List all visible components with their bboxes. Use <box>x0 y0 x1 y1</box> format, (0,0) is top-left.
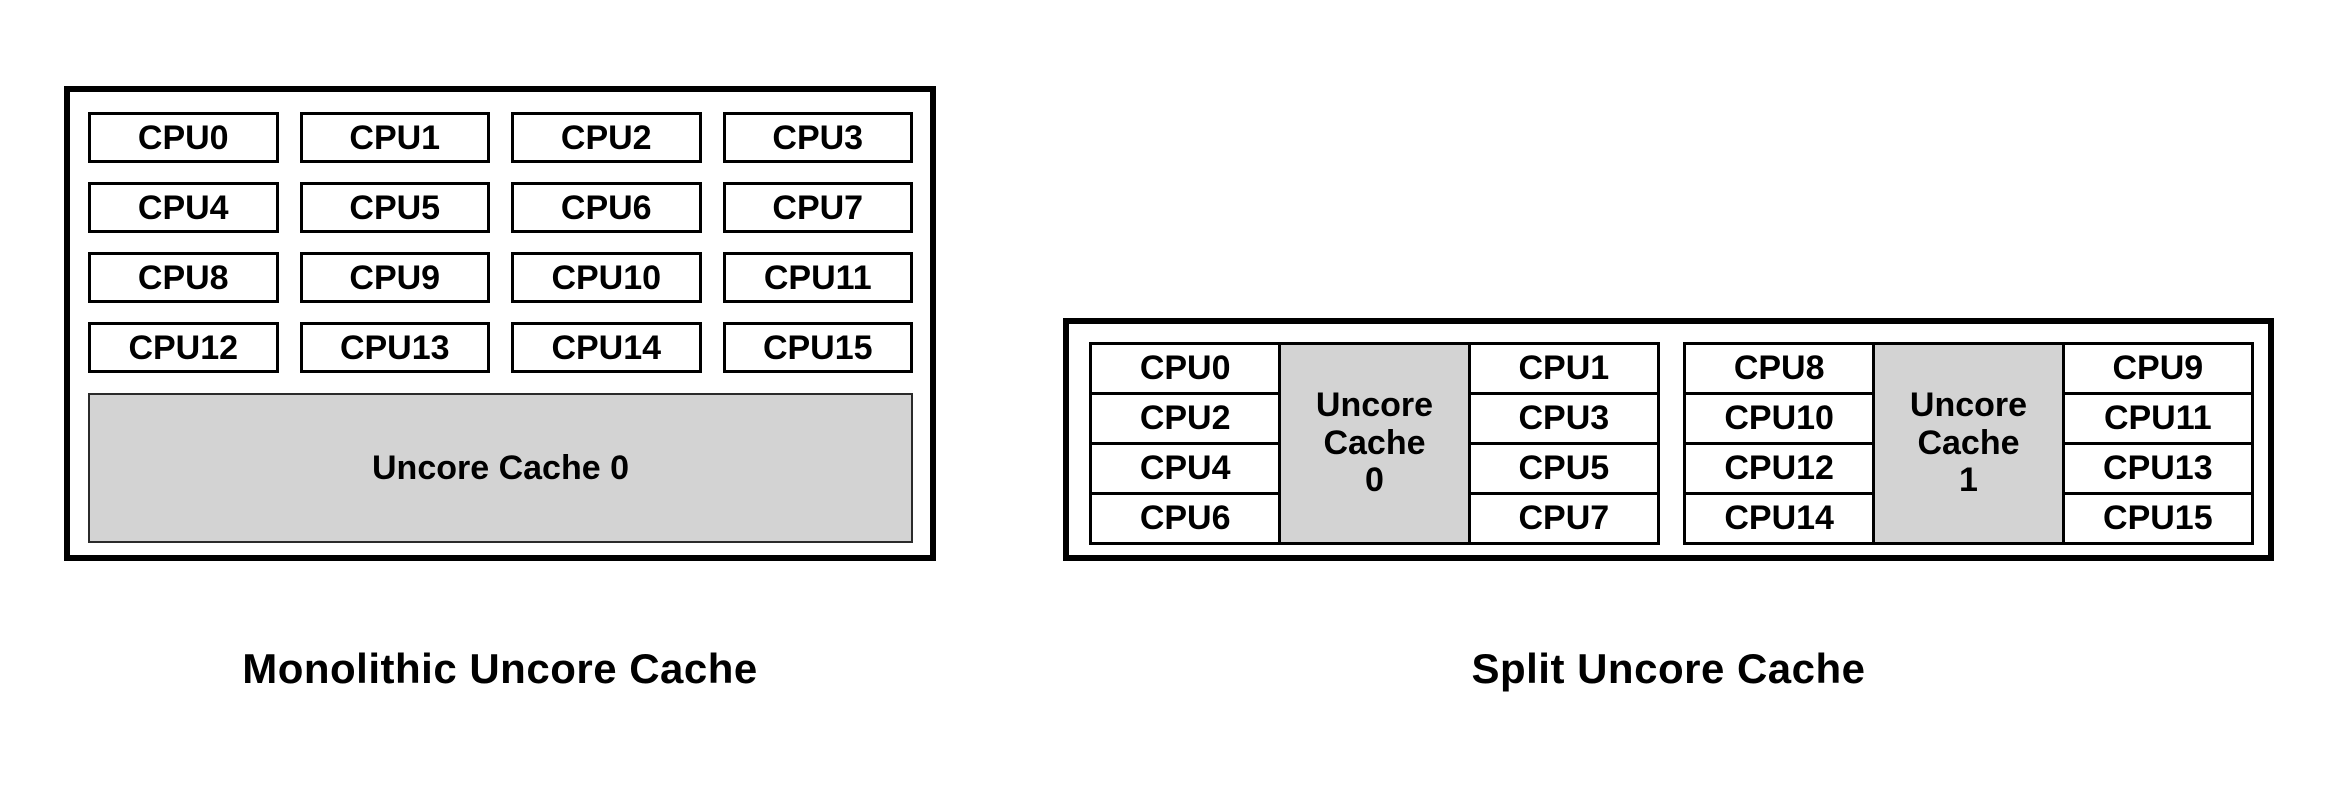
cluster-row: CPU14 CPU15 <box>1682 492 2255 545</box>
cpu-box-14: CPU14 <box>511 322 702 373</box>
cpu-box-5: CPU5 <box>299 182 490 233</box>
cpu-cell-6: CPU6 <box>1088 492 1282 545</box>
cluster-row: CPU0 Uncore Cache 0 CPU1 <box>1088 342 1661 545</box>
split-cluster-1: CPU8 Uncore Cache 1 CPU9 CPU10 CPU11 CPU… <box>1682 342 2255 545</box>
cpu-cell-8: CPU8 <box>1682 342 1876 395</box>
cpu-cell-11: CPU11 <box>2061 392 2255 445</box>
cpu-box-8: CPU8 <box>88 252 279 303</box>
cpu-cell-15: CPU15 <box>2061 492 2255 545</box>
cpu-box-1: CPU1 <box>299 112 490 163</box>
split-cluster-0: CPU0 Uncore Cache 0 CPU1 CPU2 CPU3 CPU4 … <box>1088 342 1661 545</box>
cpu-cell-0: CPU0 <box>1088 342 1282 395</box>
cpu-box-13: CPU13 <box>299 322 490 373</box>
uncore-cache-1-cell: Uncore Cache 1 <box>1872 342 2065 545</box>
cpu-cell-3: CPU3 <box>1467 392 1661 445</box>
uncore-line: Cache <box>1917 423 2020 462</box>
uncore-line: Uncore <box>1315 386 1434 425</box>
cluster-row: CPU4 CPU5 <box>1088 442 1661 495</box>
cpu-box-2: CPU2 <box>511 112 702 163</box>
cpu-cell-10: CPU10 <box>1682 392 1876 445</box>
split-caption: Split Uncore Cache <box>1471 645 1866 692</box>
monolithic-diagram: CPU0 CPU1 CPU2 CPU3 CPU4 CPU5 CPU6 CPU7 … <box>64 86 936 561</box>
cpu-box-9: CPU9 <box>299 252 490 303</box>
uncore-line: Uncore <box>1909 386 2028 425</box>
cluster-row: CPU2 CPU3 <box>1088 392 1661 445</box>
cpu-cell-13: CPU13 <box>2061 442 2255 495</box>
cpu-cell-1: CPU1 <box>1467 342 1661 395</box>
cluster-row: CPU8 Uncore Cache 1 CPU9 <box>1682 342 2255 545</box>
uncore-line: Cache <box>1323 423 1426 462</box>
cpu-box-12: CPU12 <box>88 322 279 373</box>
cpu-cell-14: CPU14 <box>1682 492 1876 545</box>
cluster-row: CPU10 CPU11 <box>1682 392 2255 445</box>
cpu-box-7: CPU7 <box>722 182 913 233</box>
cpu-box-6: CPU6 <box>511 182 702 233</box>
cluster-row: CPU6 CPU7 <box>1088 492 1661 545</box>
cpu-box-4: CPU4 <box>88 182 279 233</box>
cpu-cell-7: CPU7 <box>1467 492 1661 545</box>
monolithic-cpu-grid: CPU0 CPU1 CPU2 CPU3 CPU4 CPU5 CPU6 CPU7 … <box>88 112 913 373</box>
uncore-cache-0-cell: Uncore Cache 0 <box>1278 342 1471 545</box>
monolithic-caption: Monolithic Uncore Cache <box>242 645 758 692</box>
cpu-cell-5: CPU5 <box>1467 442 1661 495</box>
cluster-row: CPU12 CPU13 <box>1682 442 2255 495</box>
cpu-cell-9: CPU9 <box>2061 342 2255 395</box>
split-diagram: CPU0 Uncore Cache 0 CPU1 CPU2 CPU3 CPU4 … <box>1063 318 2274 561</box>
cpu-box-15: CPU15 <box>722 322 913 373</box>
cpu-box-11: CPU11 <box>722 252 913 303</box>
cpu-box-10: CPU10 <box>511 252 702 303</box>
uncore-cache-0-box: Uncore Cache 0 <box>88 393 913 543</box>
cpu-box-0: CPU0 <box>88 112 279 163</box>
uncore-line: 0 <box>1365 461 1384 500</box>
cpu-cell-12: CPU12 <box>1682 442 1876 495</box>
cpu-cell-2: CPU2 <box>1088 392 1282 445</box>
cpu-box-3: CPU3 <box>722 112 913 163</box>
uncore-line: 1 <box>1959 461 1978 500</box>
cpu-cell-4: CPU4 <box>1088 442 1282 495</box>
